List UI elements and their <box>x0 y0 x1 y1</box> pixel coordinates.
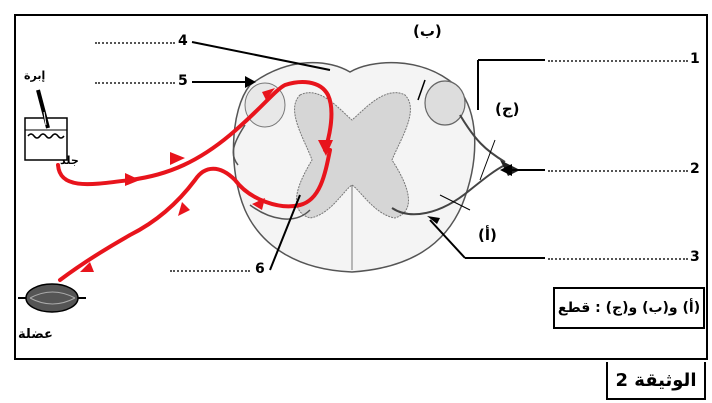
arrow-b <box>417 79 426 101</box>
muscle-label: عضلة <box>18 327 53 342</box>
skin-label: جلد <box>60 154 79 167</box>
label-5: 5 <box>178 73 188 89</box>
label-3: 3 <box>690 249 700 265</box>
needle-label: إبرة <box>24 69 46 82</box>
label-1: 1 <box>690 51 700 67</box>
answer-line-6[interactable] <box>170 270 250 272</box>
pointer-arrowhead-3 <box>427 216 440 224</box>
label-pointers <box>191 41 545 271</box>
cut-legend: (أ) و(ب) و(ج) : قطع <box>553 287 705 329</box>
muscle-icon <box>18 283 86 313</box>
label-b: (ب) <box>413 22 442 40</box>
pointer-arrowhead-5 <box>245 76 256 88</box>
pointer-arrowhead-2 <box>500 164 512 176</box>
label-2: 2 <box>690 161 700 177</box>
right-ganglion <box>424 80 466 126</box>
label-a: (أ) <box>478 226 497 244</box>
document-title: الوثيقة 2 <box>606 362 706 400</box>
arrow-a <box>439 194 471 211</box>
label-4: 4 <box>178 33 188 49</box>
arrow-j <box>479 139 496 181</box>
answer-line-2[interactable] <box>548 170 688 172</box>
label-j: (ج) <box>495 100 520 118</box>
reflex-arrowheads <box>80 88 333 272</box>
reflex-arc <box>56 80 334 282</box>
right-ventral-root <box>391 164 506 216</box>
label-6: 6 <box>255 261 265 277</box>
answer-line-5[interactable] <box>95 82 175 84</box>
answer-line-4[interactable] <box>95 42 175 44</box>
answer-line-1[interactable] <box>548 60 688 62</box>
left-dorsal-root <box>232 124 246 166</box>
left-ventral-root <box>249 204 311 220</box>
needle-icon <box>36 89 50 129</box>
gray-matter <box>294 92 411 219</box>
answer-line-3[interactable] <box>548 258 688 260</box>
right-dorsal-root <box>459 114 506 163</box>
